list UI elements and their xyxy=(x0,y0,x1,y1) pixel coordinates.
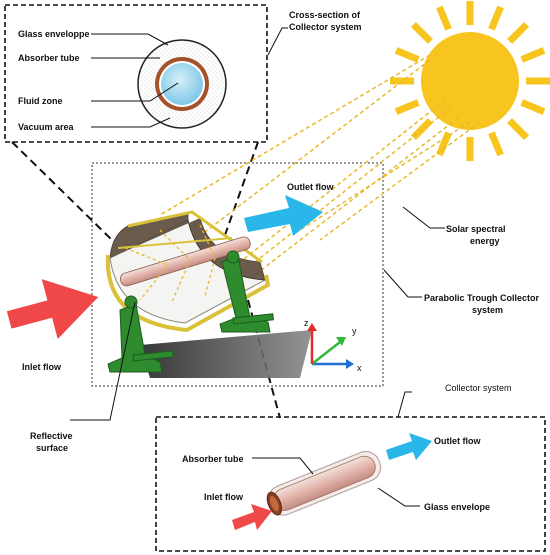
sun-ray xyxy=(507,118,530,141)
sun-ray xyxy=(410,21,433,44)
leader-fluid xyxy=(91,82,179,102)
frame-yellow-bar xyxy=(117,237,233,249)
sun-disk xyxy=(421,32,519,130)
collector-system-frame xyxy=(155,416,546,552)
label-solar-1: Solar spectral xyxy=(446,224,506,234)
leader-glass-envelope xyxy=(377,487,420,507)
leader-reflective xyxy=(70,301,136,421)
inlet-arrow-main xyxy=(6,279,99,339)
cross-section-frame xyxy=(4,4,268,143)
label-outlet-flow-main: Outlet flow xyxy=(287,182,334,192)
connector-left xyxy=(11,141,113,241)
label-ptc-2: system xyxy=(472,305,503,315)
sun-ray xyxy=(436,131,452,157)
leader-glass xyxy=(91,33,169,46)
label-inlet-flow-main: Inlet flow xyxy=(22,362,62,372)
leader-cross-section xyxy=(267,27,288,56)
sun-ray xyxy=(488,131,504,157)
coordinate-axes: z y x xyxy=(304,318,362,373)
label-fluid-zone: Fluid zone xyxy=(18,96,63,106)
sun-ray xyxy=(436,5,452,31)
cross-section-panel: Glass enveloppe Absorber tube Fluid zone… xyxy=(4,4,268,143)
inlet-arrow-bottom xyxy=(232,504,272,530)
label-reflective-2: surface xyxy=(36,443,68,453)
label-inlet-flow-bottom: Inlet flow xyxy=(204,492,244,502)
leader-collector-system xyxy=(397,391,412,418)
sun-ray xyxy=(520,99,546,115)
sun xyxy=(390,1,550,161)
label-solar-2: energy xyxy=(470,236,500,246)
label-collector-system: Collector system xyxy=(445,383,512,393)
leader-ptc xyxy=(383,269,422,298)
sun-ray xyxy=(394,47,420,63)
label-absorber-tube-top: Absorber tube xyxy=(18,53,80,63)
sun-ray xyxy=(520,47,546,63)
label-glass-enveloppe: Glass enveloppe xyxy=(18,29,90,39)
sun-ray xyxy=(394,99,420,115)
collector-system-panel: Collector system Absorber tube Glass env… xyxy=(155,383,546,552)
sun-ray xyxy=(488,5,504,31)
label-cross-section-2: Collector system xyxy=(289,22,362,32)
outlet-arrow-bottom xyxy=(386,433,432,460)
label-reflective-1: Reflective xyxy=(30,431,73,441)
reflection-rays xyxy=(124,224,216,303)
leader-absorber-bottom xyxy=(252,457,314,475)
sun-ray xyxy=(507,21,530,44)
tube-inlet-inner xyxy=(269,496,279,512)
label-axis-z: z xyxy=(304,318,309,328)
label-absorber-tube-bottom: Absorber tube xyxy=(182,454,244,464)
label-ptc-1: Parabolic Trough Collector xyxy=(424,293,540,303)
collector-tube xyxy=(266,450,382,516)
axis-y-head xyxy=(336,337,346,346)
leader-vacuum xyxy=(91,117,171,128)
fluid-zone-circle xyxy=(161,63,203,105)
solar-rays xyxy=(159,54,481,289)
frame-green-stands xyxy=(107,250,274,373)
axis-z-head xyxy=(307,323,317,331)
label-axis-y: y xyxy=(352,326,357,336)
label-vacuum-area: Vacuum area xyxy=(18,122,75,132)
leader-solar xyxy=(402,206,445,229)
collector-shadow xyxy=(140,330,312,378)
parabolic-trough-collector xyxy=(105,210,274,373)
axis-y-line xyxy=(311,341,341,365)
label-axis-x: x xyxy=(357,363,362,373)
label-outlet-flow-bottom: Outlet flow xyxy=(434,436,481,446)
outlet-arrow-main xyxy=(244,195,323,236)
ptc-system-frame xyxy=(91,162,384,387)
connector-right xyxy=(224,141,259,236)
axis-x-head xyxy=(346,359,354,369)
label-cross-section-1: Cross-section of xyxy=(289,10,361,20)
label-glass-envelope: Glass envelope xyxy=(424,502,490,512)
